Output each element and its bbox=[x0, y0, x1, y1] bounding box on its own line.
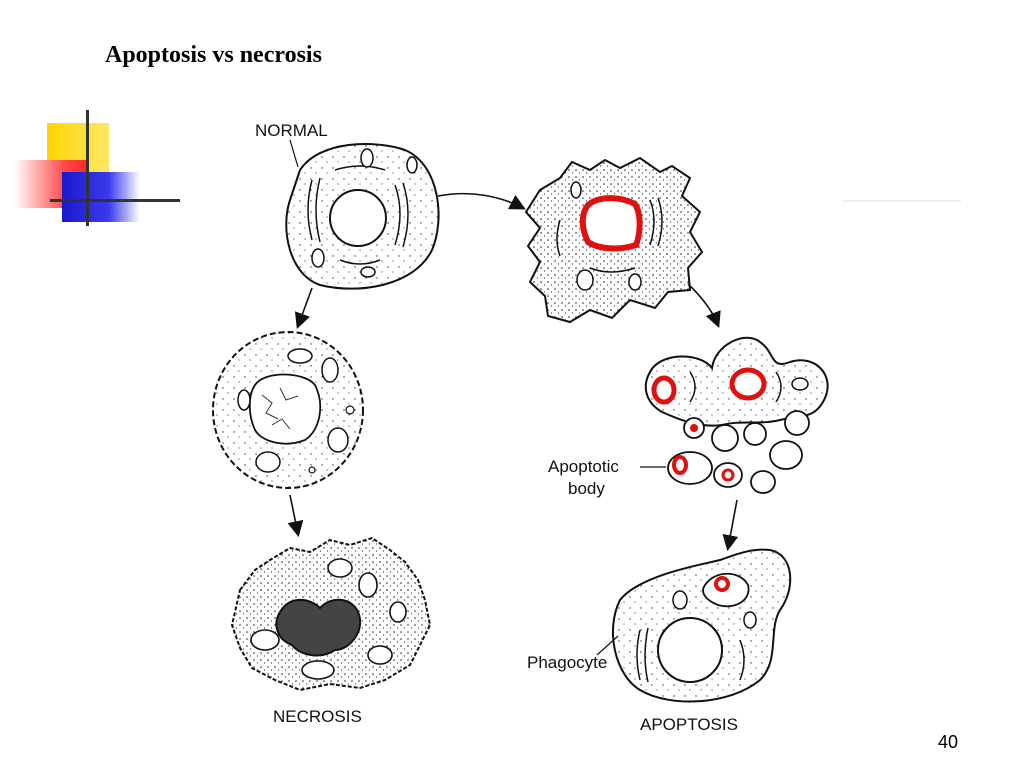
deco-horizontal-line bbox=[50, 199, 180, 202]
label-apoptosis: APOPTOSIS bbox=[640, 715, 738, 734]
page-number: 40 bbox=[938, 732, 959, 752]
deco-vertical-line bbox=[86, 110, 89, 226]
slide-title: Apoptosis vs necrosis bbox=[105, 42, 322, 68]
arrow-to-phagocytosis bbox=[722, 499, 739, 552]
label-normal: NORMAL bbox=[255, 121, 328, 140]
label-necrosis: NECROSIS bbox=[273, 707, 362, 726]
label-apoptotic-body-line1: Apoptotic bbox=[548, 457, 619, 476]
fragmented-cell bbox=[644, 336, 829, 494]
arrow-to-apoptosis bbox=[437, 192, 526, 210]
arrow-to-necrosis bbox=[287, 494, 304, 538]
deco-faint-line bbox=[843, 200, 961, 202]
shrunken-apoptotic-cell bbox=[524, 156, 704, 324]
swollen-cell bbox=[212, 331, 364, 489]
phagocyte-cell bbox=[612, 548, 792, 703]
deco-blue-square bbox=[62, 172, 140, 222]
arrow-to-fragmentation bbox=[687, 283, 721, 328]
label-apoptotic-body-line2: body bbox=[568, 479, 605, 498]
normal-cell bbox=[285, 143, 440, 290]
label-phagocyte: Phagocyte bbox=[527, 653, 607, 672]
arrow-to-swelling bbox=[294, 287, 313, 330]
necrotic-cell bbox=[230, 536, 432, 692]
